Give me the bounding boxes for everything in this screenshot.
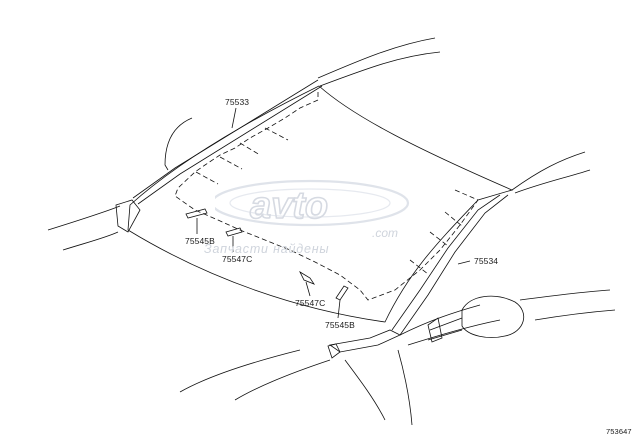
- watermark-brand-text: avto: [250, 185, 328, 227]
- label-75534: 75534: [474, 256, 499, 266]
- label-75547c-right: 75547C: [295, 298, 326, 308]
- right-panel-line-2: [534, 309, 616, 321]
- clip-75545b-right: [335, 285, 349, 301]
- roof-line-outer: [317, 37, 436, 79]
- roof-line-inner: [319, 51, 441, 87]
- leader-75533: [231, 107, 237, 129]
- clip-75545b-left: [185, 208, 208, 219]
- moulding-75533-strip-inner: [137, 85, 323, 205]
- left-body-line: [47, 205, 121, 231]
- right-roof-line: [514, 169, 591, 194]
- leader-75545b-right: [337, 299, 341, 319]
- glass-dashed-ticks: [195, 127, 479, 275]
- windshield-outline: [127, 85, 514, 323]
- left-body-line-2: [62, 231, 119, 251]
- label-75545b-left: 75545B: [185, 236, 215, 246]
- moulding-75533-strip: [132, 79, 319, 199]
- right-door-line: [399, 304, 481, 336]
- watermark-tagline: Запчасти найдены: [204, 242, 330, 256]
- leader-75547c-right: [305, 281, 311, 297]
- cowl-clip: [327, 343, 341, 359]
- right-lower-line: [344, 359, 386, 421]
- cowl-line: [179, 349, 301, 393]
- right-panel-line: [519, 289, 611, 301]
- side-mirror: [461, 295, 525, 338]
- label-75545b-right: 75545B: [325, 320, 355, 330]
- moulding-75534-base: [328, 329, 401, 353]
- right-pillar: [511, 151, 586, 191]
- label-75533: 75533: [225, 97, 250, 107]
- clip-75547c-right: [299, 270, 316, 285]
- mirror-arm: [427, 317, 463, 341]
- right-door-line-2: [407, 319, 501, 346]
- left-pillar: [164, 117, 193, 171]
- glass-dashed-zone: [174, 92, 479, 301]
- mirror-base: [427, 317, 443, 343]
- clip-75547c-left: [225, 227, 243, 237]
- watermark-logo: avto: [215, 179, 410, 228]
- leader-75534: [457, 260, 471, 265]
- right-lower-line-2: [397, 349, 413, 426]
- cowl-line-2: [234, 359, 331, 401]
- figure-id: 753647: [606, 427, 632, 436]
- moulding-75533-end: [115, 199, 141, 233]
- moulding-75534-strip: [391, 194, 501, 331]
- label-75547c-left: 75547C: [222, 254, 253, 264]
- watermark-tld: .com: [372, 226, 399, 240]
- moulding-75534-strip-inner: [399, 194, 509, 336]
